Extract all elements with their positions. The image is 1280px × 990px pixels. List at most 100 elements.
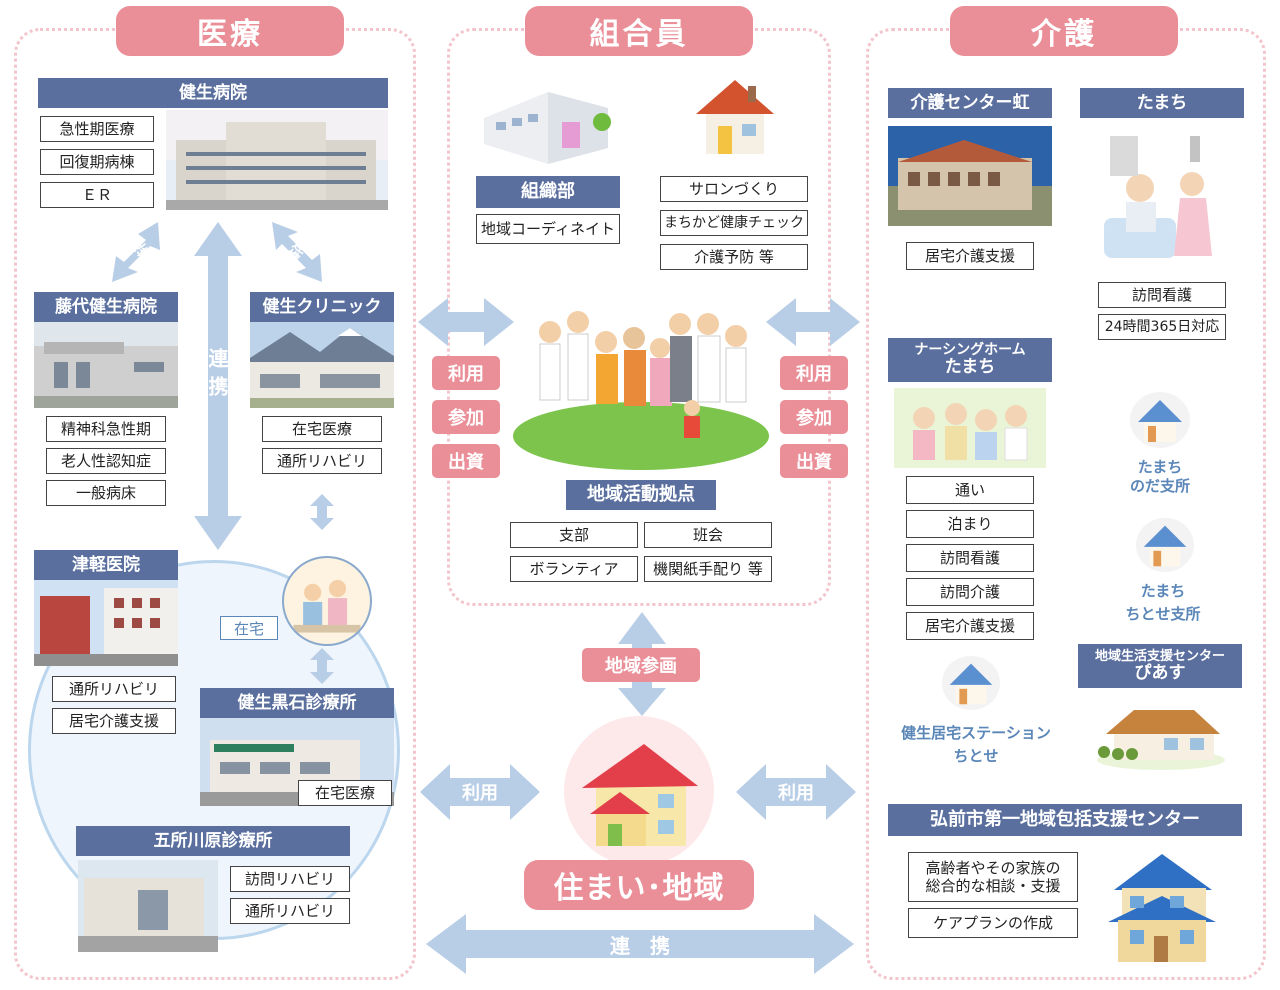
kuroishi-item-1: 在宅医療 — [298, 780, 392, 806]
kyotaku-station-label: 健生居宅ステーション ちとせ — [888, 722, 1064, 767]
home-illustration — [574, 730, 704, 850]
clinic-photo — [250, 322, 394, 408]
salon-item-3: 介護予防 等 — [660, 244, 808, 270]
hirosaki-house-illustration — [1100, 846, 1224, 966]
member-left-label-2: 参加 — [432, 400, 500, 434]
chitose-label-line1: たまち — [1140, 582, 1186, 600]
member-right-label-2: 参加 — [780, 400, 848, 434]
soshiki-title: 組織部 — [476, 176, 620, 208]
base-item-1: 支部 — [510, 522, 638, 548]
member-left-label-3: 出資 — [432, 444, 500, 478]
salon-item-2: まちかど健康チェック — [660, 210, 808, 236]
nursing-home-illustration — [894, 388, 1046, 468]
nursing-home-title-line2: たまち — [944, 357, 996, 378]
niji-item: 居宅介護支援 — [906, 242, 1034, 270]
kensei-item-1: 急性期医療 — [40, 116, 154, 142]
goshogawara-item-2: 通所リハビリ — [230, 898, 350, 924]
chitose-label: たまち ちとせ支所 — [1100, 580, 1226, 625]
niji-title: 介護センター虹 — [888, 88, 1052, 118]
fujishiro-item-2: 老人性認知症 — [46, 448, 166, 474]
nursing-item-2: 泊まり — [906, 510, 1034, 538]
section-medical: 医療 — [116, 6, 344, 56]
tamachi-item-2: 24時間365日対応 — [1098, 314, 1226, 340]
kuroishi-title: 健生黒石診療所 — [200, 688, 394, 718]
nursing-item-4: 訪問介護 — [906, 578, 1034, 606]
member-right-arrow — [766, 298, 860, 346]
noda-label-line1: たまち — [1137, 458, 1183, 476]
piasu-house-illustration — [1094, 704, 1228, 770]
piasu-title-line2: ぴあす — [1134, 662, 1186, 683]
clinic-item-1: 在宅医療 — [262, 416, 382, 442]
tamachi-item-1: 訪問看護 — [1098, 282, 1226, 308]
section-member: 組合員 — [525, 6, 753, 56]
medical-vertical-arrow — [194, 222, 242, 550]
kensei-hospital-title: 健生病院 — [38, 78, 388, 108]
base-item-2: 班会 — [644, 522, 772, 548]
renkei-arrow-right — [272, 222, 322, 282]
chitose-house-icon — [1134, 516, 1196, 574]
renkei-label-vertical: 連携 — [205, 348, 229, 404]
nursing-home-title-line1: ナーシングホーム — [914, 341, 1026, 358]
salon-house-illustration — [690, 74, 780, 158]
hirosaki-item-1: 高齢者やその家族の 総合的な相談・支援 — [908, 852, 1078, 902]
niji-photo — [888, 126, 1052, 226]
nursing-item-5: 居宅介護支援 — [906, 612, 1034, 640]
piasu-title: 地域生活支援センター ぴあす — [1078, 644, 1242, 688]
chiiki-sankaku-label: 地域参画 — [582, 648, 700, 682]
base-item-4: 機関紙手配り 等 — [644, 556, 772, 582]
kyotaku-station-line2: ちとせ — [953, 746, 999, 765]
tamachi-illustration — [1100, 128, 1224, 272]
clinic-small-arrow — [310, 494, 334, 530]
soshiki-building-illustration — [478, 78, 614, 164]
fujishiro-item-1: 精神科急性期 — [46, 416, 166, 442]
salon-item-1: サロンづくり — [660, 176, 808, 202]
kuroishi-small-arrow — [310, 648, 334, 684]
goshogawara-photo — [78, 860, 218, 952]
fujishiro-title: 藤代健生病院 — [34, 292, 178, 322]
nursing-item-1: 通い — [906, 476, 1034, 504]
base-item-3: ボランティア — [510, 556, 638, 582]
home-right-arrow — [736, 764, 856, 820]
chitose-label-line2: ちとせ支所 — [1125, 604, 1201, 623]
section-care: 介護 — [950, 6, 1178, 56]
bottom-renkei-arrow — [426, 914, 854, 974]
bottom-renkei-label: 連 携 — [610, 933, 670, 958]
home-left-arrow — [420, 764, 540, 820]
home-left-riyou: 利用 — [462, 783, 498, 804]
home-right-riyou: 利用 — [778, 783, 814, 804]
members-group-illustration — [510, 290, 772, 470]
tsugaru-item-1: 通所リハビリ — [52, 676, 176, 702]
noda-label-line2: のだ支所 — [1129, 476, 1190, 495]
goshogawara-item-1: 訪問リハビリ — [230, 866, 350, 892]
goshogawara-title: 五所川原診療所 — [76, 826, 350, 856]
clinic-item-2: 通所リハビリ — [262, 448, 382, 474]
soshiki-item: 地域コーディネイト — [476, 214, 620, 244]
nursing-item-3: 訪問看護 — [906, 544, 1034, 572]
piasu-title-line1: 地域生活支援センター — [1094, 648, 1225, 664]
tsugaru-title: 津軽医院 — [34, 550, 178, 580]
kensei-item-3: ＥＲ — [40, 182, 154, 208]
noda-house-icon — [1128, 390, 1192, 450]
member-left-label-1: 利用 — [432, 356, 500, 390]
nursing-home-title: ナーシングホーム たまち — [888, 338, 1052, 382]
kyotaku-station-line1: 健生居宅ステーション — [901, 724, 1051, 742]
member-left-arrow — [418, 298, 514, 346]
noda-label: たまち のだ支所 — [1100, 456, 1220, 497]
kensei-hospital-photo — [166, 110, 388, 210]
hirosaki-title: 弘前市第一地域包括支援センター — [888, 804, 1242, 836]
tsugaru-item-2: 居宅介護支援 — [52, 708, 176, 734]
member-right-label-1: 利用 — [780, 356, 848, 390]
base-title: 地域活動拠点 — [566, 480, 716, 510]
tamachi-title: たまち — [1080, 88, 1244, 118]
member-right-label-3: 出資 — [780, 444, 848, 478]
zaitaku-illustration — [282, 556, 372, 646]
renkei-arrow-left — [112, 222, 160, 282]
zaitaku-label: 在宅 — [220, 616, 278, 640]
kensei-item-2: 回復期病棟 — [40, 149, 154, 175]
kyotaku-house-icon — [940, 654, 1002, 712]
tsugaru-photo — [34, 580, 178, 666]
fujishiro-item-3: 一般病床 — [46, 480, 166, 506]
hirosaki-item-2: ケアプランの作成 — [908, 908, 1078, 938]
clinic-title: 健生クリニック — [250, 292, 394, 322]
